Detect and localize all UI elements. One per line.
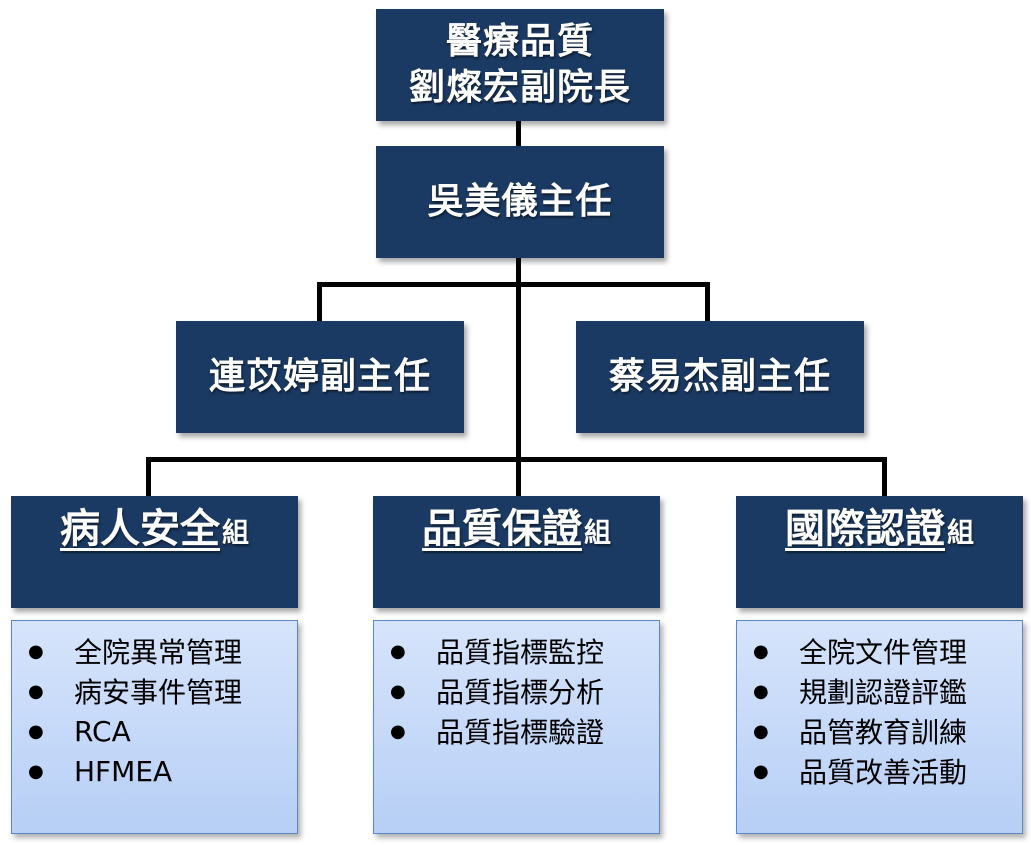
connector-deputy-bar (317, 282, 710, 287)
list-item: ● 品質指標監控 (374, 631, 659, 671)
bullet-icon: ● (753, 680, 769, 702)
deputy-label-left: 連苡婷副主任 (208, 356, 431, 397)
connector-deputy-left (317, 282, 322, 322)
connector-trunk (516, 258, 521, 496)
list-item: ● 規劃認證評鑑 (737, 671, 1022, 711)
list-item-text: 品質改善活動 (799, 756, 968, 789)
director-box: 吳美儀主任 (376, 146, 664, 258)
list-item-text: RCA (74, 714, 131, 748)
group-box-international-accreditation: 國際認證 組 (736, 496, 1023, 608)
list-item: ● 病安事件管理 (12, 671, 297, 711)
list-item-text: 全院異常管理 (74, 636, 243, 669)
list-item-text: 品質指標監控 (436, 636, 605, 669)
bullet-icon: ● (28, 640, 44, 662)
list-item-text: HFMEA (74, 754, 173, 788)
bullet-icon: ● (28, 680, 44, 702)
group-box-patient-safety: 病人安全 組 (11, 496, 298, 608)
deputy-box-left: 連苡婷副主任 (176, 321, 464, 433)
bullet-icon: ● (753, 720, 769, 742)
director-label: 吳美儀主任 (427, 181, 613, 222)
connector-group-right (882, 457, 887, 497)
task-list-quality-assurance: ● 品質指標監控 ● 品質指標分析 ● 品質指標驗證 (373, 620, 660, 834)
group-name-patient-safety: 病人安全 (60, 506, 220, 552)
list-item: ● 品質指標分析 (374, 671, 659, 711)
list-item-text: 病安事件管理 (74, 676, 243, 709)
bullet-icon: ● (753, 760, 769, 782)
deputy-box-right: 蔡易杰副主任 (576, 321, 864, 433)
list-item: ● HFMEA (12, 751, 297, 791)
task-list-patient-safety: ● 全院異常管理 ● 病安事件管理 ● RCA ● HFMEA (11, 620, 298, 834)
bullet-icon: ● (390, 680, 406, 702)
top-box-line2: 劉燦宏副院長 (408, 67, 631, 108)
group-suffix-quality-assurance: 組 (584, 518, 611, 549)
group-suffix-international-accreditation: 組 (947, 518, 974, 549)
group-suffix-patient-safety: 組 (222, 518, 249, 549)
list-item-text: 規劃認證評鑑 (799, 676, 968, 709)
bullet-icon: ● (390, 720, 406, 742)
bullet-icon: ● (390, 640, 406, 662)
group-name-international-accreditation: 國際認證 (785, 506, 945, 552)
list-item: ● RCA (12, 711, 297, 751)
connector-deputy-right (705, 282, 710, 322)
list-item: ● 全院文件管理 (737, 631, 1022, 671)
list-item: ● 品質改善活動 (737, 751, 1022, 791)
top-box: 醫療品質 劉燦宏副院長 (376, 9, 664, 121)
list-item-text: 全院文件管理 (799, 636, 968, 669)
group-box-quality-assurance: 品質保證 組 (373, 496, 660, 608)
connector-group-bar (146, 457, 887, 462)
top-box-line1: 醫療品質 (445, 21, 594, 62)
list-item-text: 品管教育訓練 (799, 716, 968, 749)
bullet-icon: ● (753, 640, 769, 662)
bullet-icon: ● (28, 760, 44, 782)
list-item: ● 品管教育訓練 (737, 711, 1022, 751)
deputy-label-right: 蔡易杰副主任 (608, 356, 831, 397)
list-item-text: 品質指標驗證 (436, 716, 605, 749)
connector-top-director (516, 118, 521, 148)
group-name-quality-assurance: 品質保證 (422, 506, 582, 552)
list-item: ● 全院異常管理 (12, 631, 297, 671)
list-item-text: 品質指標分析 (436, 676, 605, 709)
task-list-international-accreditation: ● 全院文件管理 ● 規劃認證評鑑 ● 品管教育訓練 ● 品質改善活動 (736, 620, 1023, 834)
list-item: ● 品質指標驗證 (374, 711, 659, 751)
connector-group-left (146, 457, 151, 497)
bullet-icon: ● (28, 720, 44, 742)
